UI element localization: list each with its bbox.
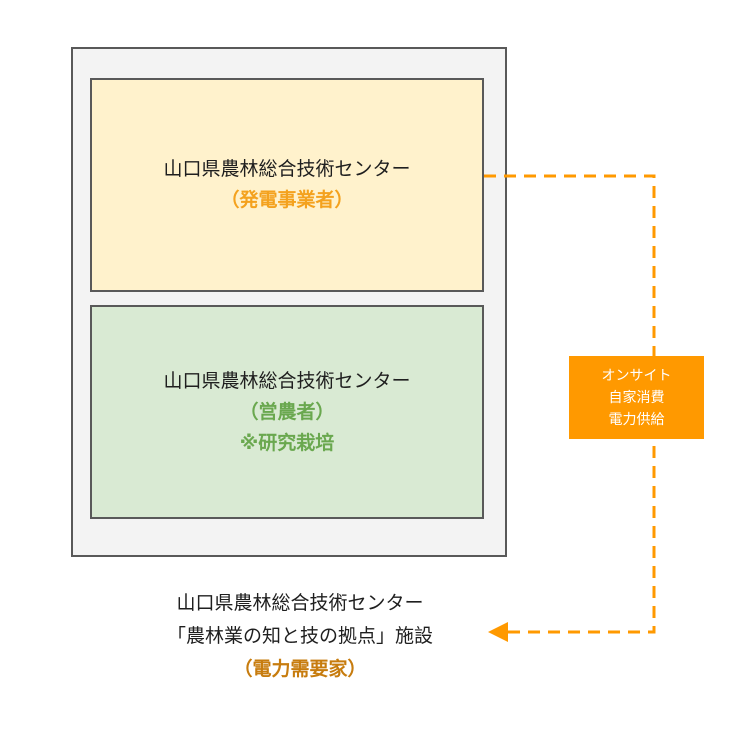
supply-label-line3: 電力供給 (608, 411, 665, 428)
generator-box: 山口県農林総合技術センター （発電事業者） (90, 78, 484, 292)
supply-label-line1: オンサイト (601, 367, 672, 384)
onsite-supply-label: オンサイト 自家消費 電力供給 (569, 356, 704, 439)
generator-role: （発電事業者） (220, 189, 354, 211)
farmer-box: 山口県農林総合技術センター （営農者） ※研究栽培 (90, 305, 484, 519)
supply-label-line2: 自家消費 (608, 389, 665, 406)
consumer-name: 山口県農林総合技術センター (176, 592, 424, 614)
farmer-role: （営農者） (239, 400, 335, 423)
arrowhead-icon (488, 622, 508, 642)
generator-name: 山口県農林総合技術センター (163, 158, 411, 180)
consumer-block: 山口県農林総合技術センター 「農林業の知と技の拠点」施設 （電力需要家） (100, 587, 500, 686)
farmer-name: 山口県農林総合技術センター (163, 369, 411, 392)
dashed-flow-line (484, 174, 656, 634)
consumer-facility: 「農林業の知と技の拠点」施設 (166, 625, 433, 647)
consumer-role: （電力需要家） (233, 658, 367, 680)
farmer-note: ※研究栽培 (239, 431, 335, 454)
